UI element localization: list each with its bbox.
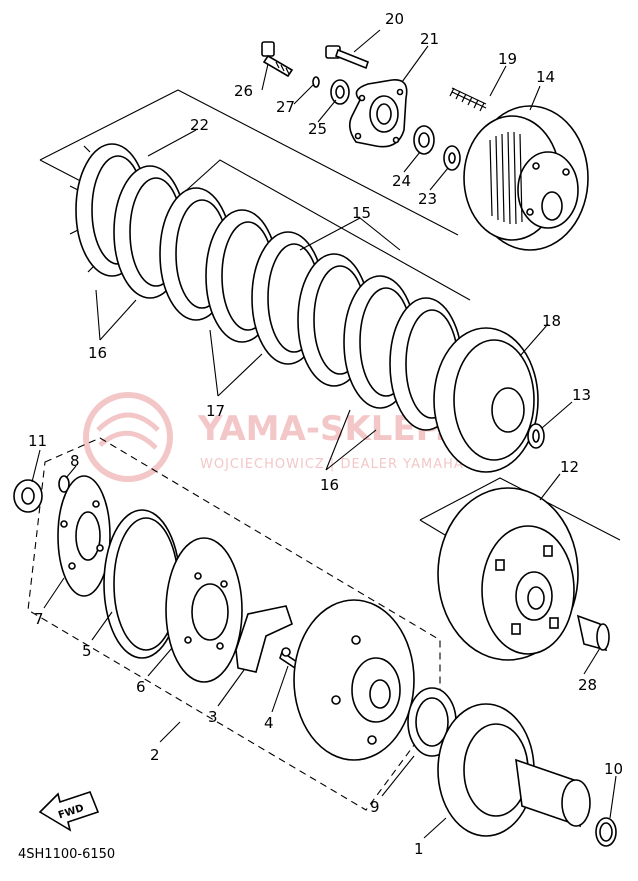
callout-14: 14 bbox=[536, 68, 555, 86]
callout-8: 8 bbox=[70, 452, 80, 470]
plate-5 bbox=[103, 509, 181, 659]
callout-16-lower: 16 bbox=[320, 476, 339, 494]
pressure-plate-assembly bbox=[261, 41, 589, 251]
callout-16-upper: 16 bbox=[88, 344, 107, 362]
callout-1: 1 bbox=[414, 840, 424, 858]
callout-13: 13 bbox=[572, 386, 591, 404]
part-code: 4SH1100-6150 bbox=[18, 847, 115, 862]
callout-28: 28 bbox=[578, 676, 597, 694]
watermark-logo bbox=[83, 392, 173, 482]
watermark-logo-mark bbox=[96, 412, 160, 450]
callout-17: 17 bbox=[206, 402, 225, 420]
clutch-boss-14 bbox=[463, 105, 589, 251]
leader-lines bbox=[31, 29, 617, 839]
nut-11 bbox=[13, 479, 43, 513]
callout-20: 20 bbox=[385, 10, 404, 28]
washer-8 bbox=[58, 475, 70, 493]
dashed-outline-primary-drive bbox=[27, 437, 441, 811]
callout-21: 21 bbox=[420, 30, 439, 48]
callout-labels: 20 21 19 14 26 27 25 24 23 22 15 16 18 1… bbox=[28, 10, 623, 858]
callout-23: 23 bbox=[418, 190, 437, 208]
callout-18: 18 bbox=[542, 312, 561, 330]
callout-6: 6 bbox=[136, 678, 146, 696]
pressure-plate-21 bbox=[348, 79, 408, 148]
callout-7: 7 bbox=[34, 610, 44, 628]
shoe-3 bbox=[235, 605, 293, 673]
callout-25: 25 bbox=[308, 120, 327, 138]
callout-15: 15 bbox=[352, 204, 371, 222]
callout-5: 5 bbox=[82, 642, 92, 660]
callout-9: 9 bbox=[370, 798, 380, 816]
watermark-subtitle: WOJCIECHOWICZ | DEALER YAMAHA bbox=[200, 457, 464, 472]
washer-23 bbox=[443, 145, 461, 171]
callout-4: 4 bbox=[264, 714, 274, 732]
bolt-26 bbox=[261, 41, 294, 78]
fwd-arrow: FWD bbox=[38, 791, 100, 832]
clutch-plates bbox=[113, 165, 463, 431]
ring-10 bbox=[595, 817, 617, 847]
callout-26: 26 bbox=[234, 82, 253, 100]
callout-19: 19 bbox=[498, 50, 517, 68]
clutch-housing-12 bbox=[437, 487, 579, 661]
callout-12: 12 bbox=[560, 458, 579, 476]
nut-24 bbox=[413, 125, 435, 155]
primary-drive-gear bbox=[293, 599, 415, 761]
plate-7 bbox=[57, 475, 111, 597]
callout-22: 22 bbox=[190, 116, 209, 134]
circlip-13 bbox=[527, 423, 545, 449]
callout-24: 24 bbox=[392, 172, 411, 190]
callout-2: 2 bbox=[150, 746, 160, 764]
callout-27: 27 bbox=[276, 98, 295, 116]
collar-28 bbox=[576, 614, 610, 652]
ring-27 bbox=[312, 76, 320, 88]
plate-6 bbox=[165, 537, 243, 683]
callout-11: 11 bbox=[28, 432, 47, 450]
callout-3: 3 bbox=[208, 708, 218, 726]
spring-19 bbox=[449, 87, 487, 112]
screw-20 bbox=[325, 45, 369, 70]
callout-10: 10 bbox=[604, 760, 623, 778]
plate-18 bbox=[433, 327, 539, 473]
gear-1 bbox=[437, 703, 591, 837]
bearing-25 bbox=[330, 79, 350, 105]
